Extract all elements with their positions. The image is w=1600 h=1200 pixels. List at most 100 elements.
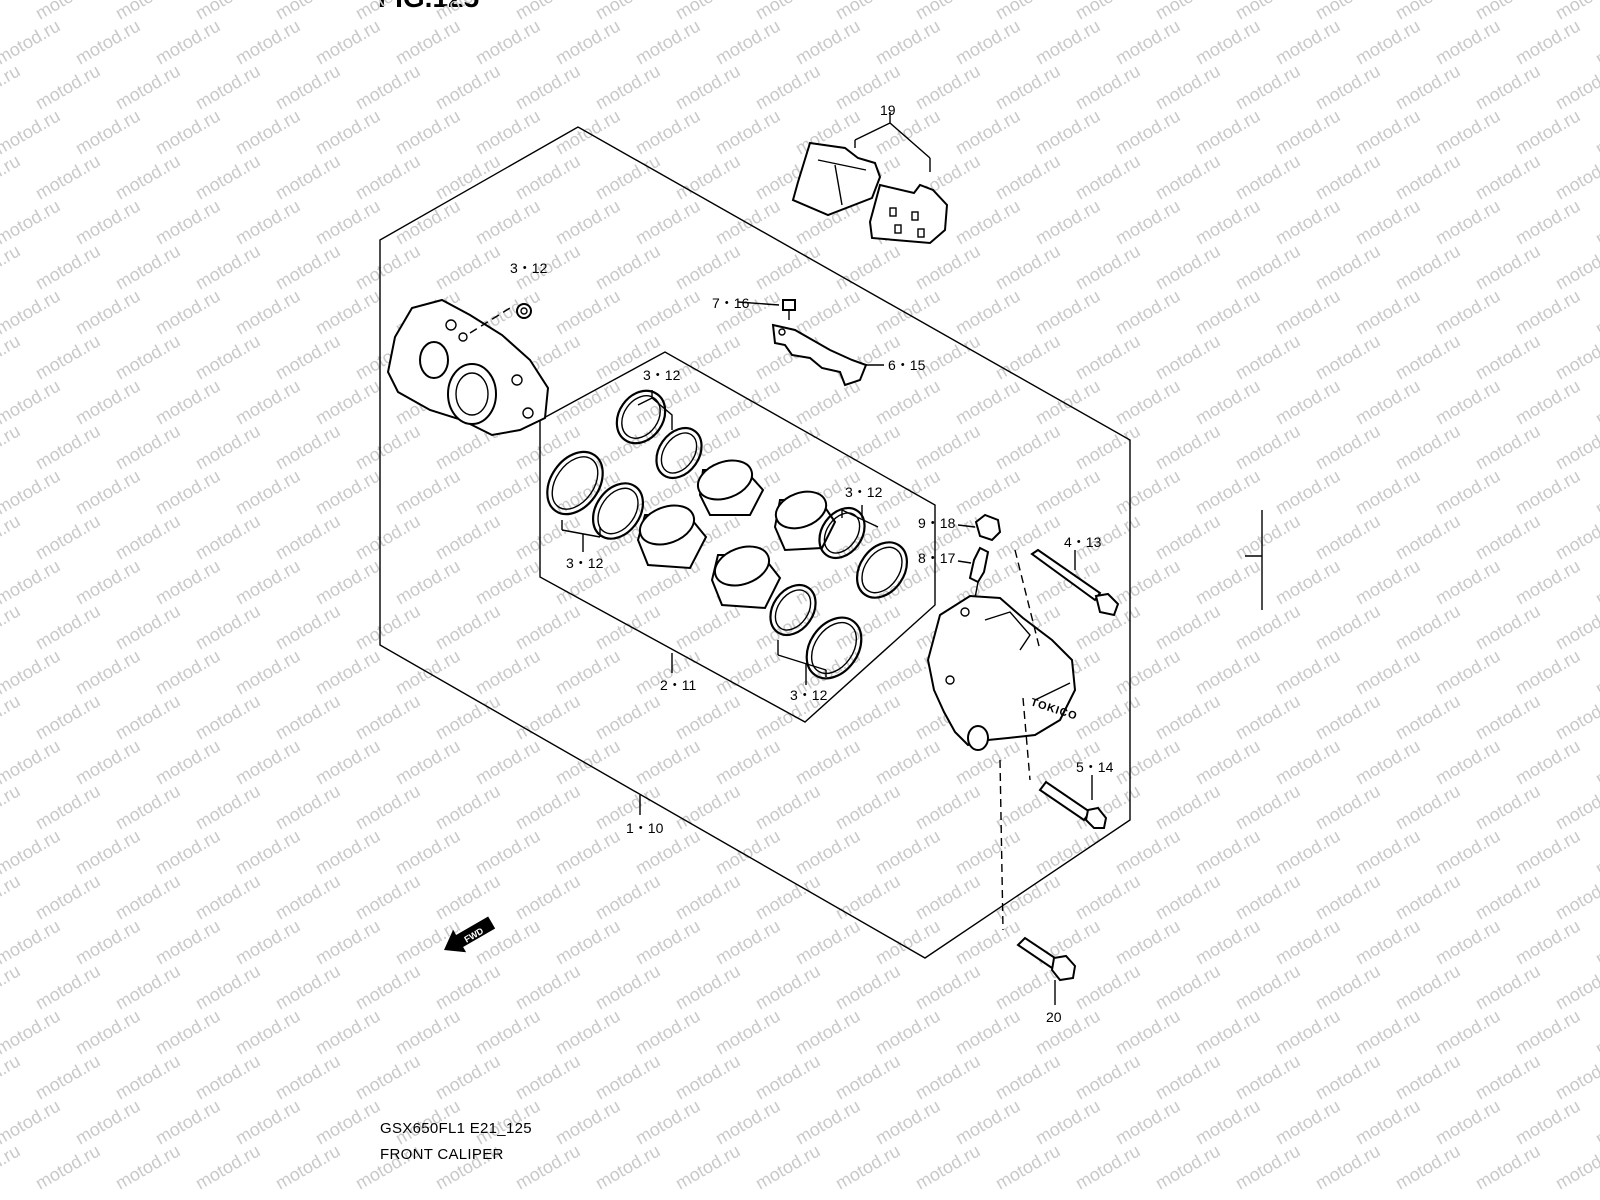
watermark-text: motod.ru [192, 421, 264, 474]
watermark-text: motod.ru [1392, 421, 1464, 474]
watermark-text: motod.ru [1192, 466, 1264, 519]
callout-6-15: 6・15 [888, 357, 926, 373]
watermark-text: motod.ru [1312, 601, 1384, 654]
watermark-text: motod.ru [472, 106, 544, 159]
watermark-text: motod.ru [1232, 961, 1304, 1014]
watermark-text: motod.ru [1192, 16, 1264, 69]
watermark-text: motod.ru [32, 961, 104, 1014]
watermark-text: motod.ru [1312, 691, 1384, 744]
watermark-text: motod.ru [552, 286, 624, 339]
watermark-text: motod.ru [952, 106, 1024, 159]
watermark-text: motod.ru [1272, 646, 1344, 699]
watermark-text: motod.ru [872, 826, 944, 879]
watermark-text: motod.ru [0, 0, 24, 23]
watermark-text: motod.ru [1512, 826, 1584, 879]
callout-19: 19 [880, 102, 896, 118]
watermark-text: motod.ru [192, 241, 264, 294]
pad-pin-screw [782, 299, 796, 320]
watermark-text: motod.ru [1432, 916, 1504, 969]
watermark-text: motod.ru [352, 601, 424, 654]
bleeder-valve [968, 546, 990, 599]
watermark-text: motod.ru [0, 1096, 64, 1149]
watermark-text: motod.ru [552, 646, 624, 699]
watermark-text: motod.ru [112, 781, 184, 834]
watermark-text: motod.ru [152, 286, 224, 339]
watermark-text: motod.ru [752, 421, 824, 474]
watermark-text: motod.ru [32, 1141, 104, 1194]
watermark-text: motod.ru [1592, 466, 1600, 519]
watermark-text: motod.ru [1312, 511, 1384, 564]
watermark-text: motod.ru [872, 916, 944, 969]
watermark-text: motod.ru [912, 1141, 984, 1194]
watermark-text: motod.ru [1312, 151, 1384, 204]
watermark-text: motod.ru [72, 826, 144, 879]
watermark-text: motod.ru [152, 916, 224, 969]
watermark-text: motod.ru [232, 466, 304, 519]
watermark-text: motod.ru [1392, 0, 1464, 23]
watermark-text: motod.ru [1232, 691, 1304, 744]
watermark-text: motod.ru [1152, 421, 1224, 474]
watermark-text: motod.ru [72, 736, 144, 789]
watermark-text: motod.ru [1472, 1051, 1544, 1104]
watermark-text: motod.ru [552, 1006, 624, 1059]
watermark-text: motod.ru [672, 61, 744, 114]
watermark-text: motod.ru [232, 286, 304, 339]
watermark-text: motod.ru [1352, 1096, 1424, 1149]
watermark-text: motod.ru [1472, 331, 1544, 384]
callout-20: 20 [1046, 1009, 1062, 1025]
watermark-text: motod.ru [1112, 556, 1184, 609]
watermark-text: motod.ru [1552, 1051, 1600, 1104]
watermark-text: motod.ru [1152, 61, 1224, 114]
watermark-text: motod.ru [1112, 466, 1184, 519]
watermark-text: motod.ru [72, 1096, 144, 1149]
watermark-text: motod.ru [232, 646, 304, 699]
watermark-text: motod.ru [0, 241, 24, 294]
watermark-text: motod.ru [1432, 1006, 1504, 1059]
watermark-text: motod.ru [792, 736, 864, 789]
watermark-text: motod.ru [232, 1096, 304, 1149]
watermark-text: motod.ru [1392, 331, 1464, 384]
watermark-text: motod.ru [112, 61, 184, 114]
figure-title: FIG.125 [378, 0, 479, 14]
watermark-text: motod.ru [1352, 16, 1424, 69]
watermark-text: motod.ru [1272, 196, 1344, 249]
watermark-text: motod.ru [952, 1006, 1024, 1059]
watermark-text: motod.ru [152, 736, 224, 789]
watermark-text: motod.ru [832, 511, 904, 564]
watermark-text: motod.ru [1552, 601, 1600, 654]
watermark-text: motod.ru [1472, 151, 1544, 204]
watermark-text: motod.ru [192, 61, 264, 114]
watermark-text: motod.ru [352, 421, 424, 474]
watermark-text: motod.ru [1552, 61, 1600, 114]
watermark-text: motod.ru [1352, 826, 1424, 879]
watermark-text: motod.ru [1192, 1096, 1264, 1149]
watermark-text: motod.ru [112, 151, 184, 204]
watermark-text: motod.ru [672, 151, 744, 204]
watermark-text: motod.ru [1552, 691, 1600, 744]
watermark-text: motod.ru [712, 1006, 784, 1059]
watermark-text: motod.ru [1312, 61, 1384, 114]
watermark-text: motod.ru [192, 781, 264, 834]
watermark-text: motod.ru [192, 151, 264, 204]
watermark-text: motod.ru [1552, 331, 1600, 384]
watermark-text: motod.ru [952, 466, 1024, 519]
watermark-text: motod.ru [512, 0, 584, 23]
watermark-text: motod.ru [1552, 151, 1600, 204]
watermark-text: motod.ru [712, 736, 784, 789]
watermark-text: motod.ru [752, 781, 824, 834]
watermark-text: motod.ru [1192, 916, 1264, 969]
watermark-text: motod.ru [1152, 961, 1224, 1014]
watermark-text: motod.ru [952, 376, 1024, 429]
watermark-text: motod.ru [1032, 556, 1104, 609]
watermark-text: motod.ru [1072, 241, 1144, 294]
watermark-text: motod.ru [1512, 466, 1584, 519]
watermark-text: motod.ru [72, 16, 144, 69]
watermark-text: motod.ru [1352, 916, 1424, 969]
callout-2-11: 2・11 [660, 677, 697, 693]
watermark-text: motod.ru [1312, 0, 1384, 23]
watermark-text: motod.ru [272, 241, 344, 294]
watermark-text: motod.ru [1232, 781, 1304, 834]
watermark-text: motod.ru [1512, 376, 1584, 429]
watermark-text: motod.ru [1512, 196, 1584, 249]
watermark-text: motod.ru [632, 286, 704, 339]
